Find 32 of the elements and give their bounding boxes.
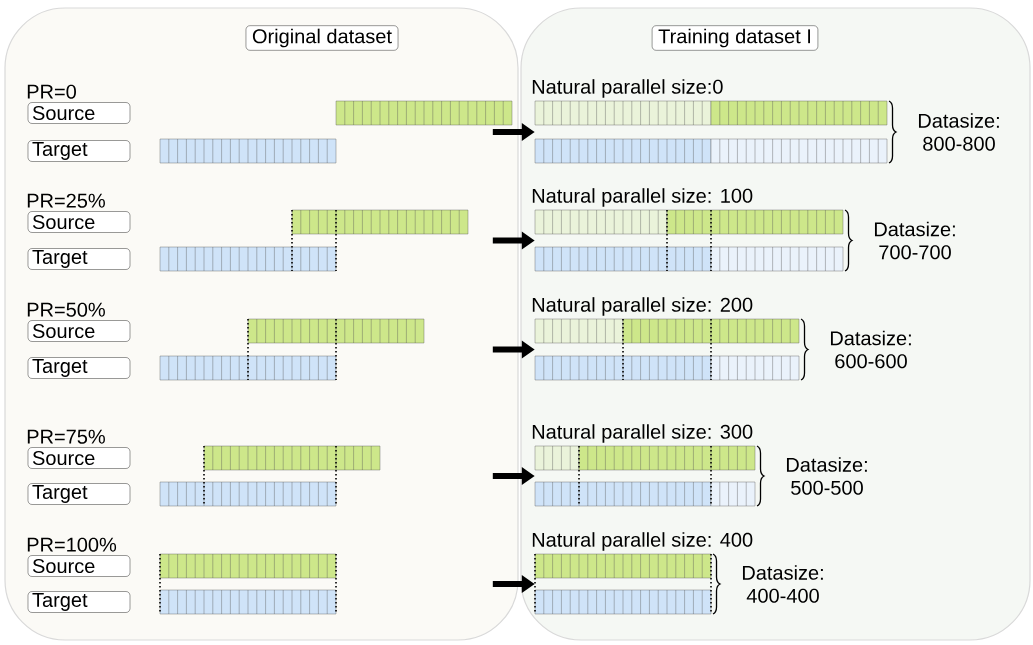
label-box: Target	[27, 140, 131, 162]
sentence-bars-drawing	[534, 318, 800, 381]
title-box: Training dataset I	[651, 25, 819, 51]
label-box: Source	[27, 102, 131, 124]
label-box: Source	[27, 320, 131, 342]
datasize-text: Datasize: 500-500	[786, 457, 867, 495]
pr-label: PR=100%	[27, 537, 117, 552]
label-box: Target	[27, 248, 131, 270]
pr-label: PR=75%	[27, 429, 105, 444]
datasize-text: Datasize: 700-700	[874, 221, 955, 260]
label-box: Source	[27, 555, 131, 577]
sentence-bars-drawing	[534, 445, 756, 507]
sentence-bars-drawing	[534, 209, 844, 272]
sentence-bars-drawing	[534, 100, 888, 164]
heading-text: Natural parallel size: 300	[532, 424, 753, 443]
title-box: Original dataset	[245, 25, 399, 51]
label-box: Source	[27, 447, 131, 469]
datasize-text: Datasize: 400-400	[742, 565, 823, 603]
datasize-text: Datasize: 600-600	[830, 330, 911, 369]
pr-label: PR=0	[27, 84, 76, 99]
pr-label: PR=25%	[27, 193, 105, 208]
label-box: Target	[27, 357, 131, 379]
label-box: Source	[27, 211, 131, 233]
heading-text: Natural parallel size:0	[532, 79, 723, 98]
sentence-bars-drawing	[534, 553, 712, 615]
label-box: Target	[27, 591, 131, 613]
datasize-text: Datasize: 800-800	[918, 113, 999, 151]
heading-text: Natural parallel size: 100	[532, 188, 753, 207]
heading-text: Natural parallel size: 200	[532, 297, 753, 316]
label-box: Target	[27, 483, 131, 505]
heading-text: Natural parallel size: 400	[532, 532, 753, 551]
pr-label: PR=50%	[27, 302, 105, 317]
